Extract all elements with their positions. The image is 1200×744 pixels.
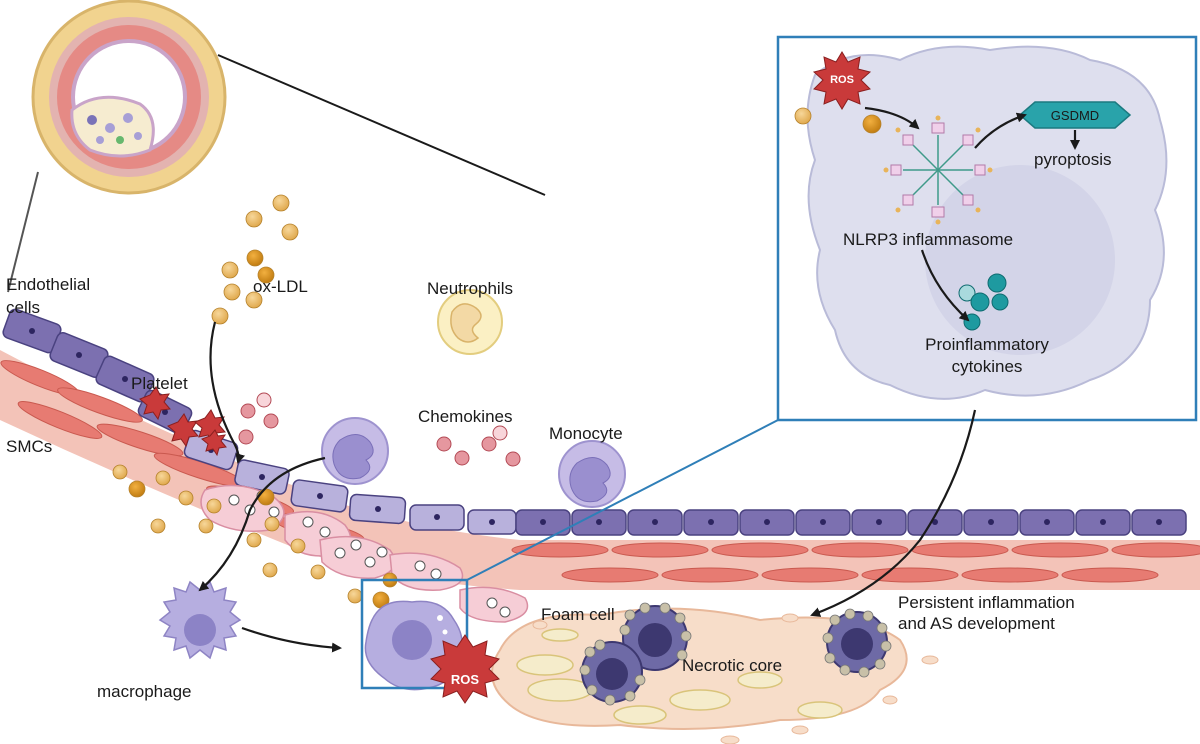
zoom-guide-lines <box>7 54 546 293</box>
zoom-box-macrophage <box>364 600 463 691</box>
inset-ros-label: ROS <box>830 74 854 86</box>
neutrophil-cell <box>437 289 503 355</box>
macrophage-cell <box>158 580 242 660</box>
ox-ldl-particles <box>112 194 398 609</box>
core-debris <box>532 613 939 744</box>
endothelial-label-1: Endothelial <box>6 275 90 294</box>
chemokine-particles <box>238 392 521 467</box>
nlrp3-inflammasome-icon <box>883 115 993 225</box>
cytokines-label-1: Proinflammatory <box>925 335 1049 354</box>
nlrp3-label: NLRP3 inflammasome <box>843 230 1013 249</box>
foam-cell-label: Foam cell <box>541 605 615 624</box>
endothelial-label-2: cells <box>6 298 40 317</box>
necrotic-core-label: Necrotic core <box>682 656 782 675</box>
necrotic-core <box>491 607 908 730</box>
chemokines-label: Chemokines <box>418 407 513 426</box>
ros-star-bottom: ROS <box>430 634 500 704</box>
gsdmd-label: GSDMD <box>1051 108 1099 123</box>
inset-ldl <box>794 107 882 134</box>
monocyte-label: Monocyte <box>549 424 623 443</box>
cytokines-label-2: cytokines <box>952 357 1023 376</box>
monocyte-cell <box>321 417 626 508</box>
gsdmd-shape: GSDMD <box>1018 101 1132 129</box>
persistent-label-1: Persistent inflammation <box>898 593 1075 612</box>
apoptotic-foam-cells <box>579 602 892 706</box>
zoom-connector-lines <box>466 419 779 581</box>
platelets <box>139 386 227 457</box>
persistent-label-2: and AS development <box>898 614 1055 633</box>
zoom-box <box>360 578 469 690</box>
platelet-label: Platelet <box>131 374 188 393</box>
ros-label-bottom: ROS <box>451 672 480 687</box>
cytokine-particles <box>958 273 1009 331</box>
neutrophils-label: Neutrophils <box>427 279 513 298</box>
inset-ros-star: ROS <box>812 51 872 110</box>
pyroptosis-label: pyroptosis <box>1034 150 1111 169</box>
oxldl-label: ox-LDL <box>253 277 308 296</box>
vessel-cross-section <box>31 0 227 195</box>
smcs-label: SMCs <box>6 437 52 456</box>
process-arrows <box>198 106 1080 653</box>
macrophage-label: macrophage <box>97 682 192 701</box>
